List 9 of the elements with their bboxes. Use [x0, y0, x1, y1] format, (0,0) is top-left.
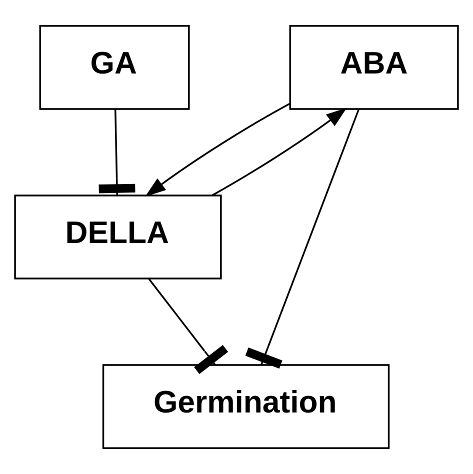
arrow — [212, 108, 347, 196]
arrow — [145, 102, 290, 197]
connector — [245, 108, 360, 369]
connector — [148, 278, 228, 374]
node-box: Germination — [102, 364, 390, 449]
node-box: ABA — [289, 25, 459, 110]
node-box: GA — [39, 25, 190, 110]
connector — [98, 109, 136, 196]
node-box: DELLA — [14, 194, 222, 280]
